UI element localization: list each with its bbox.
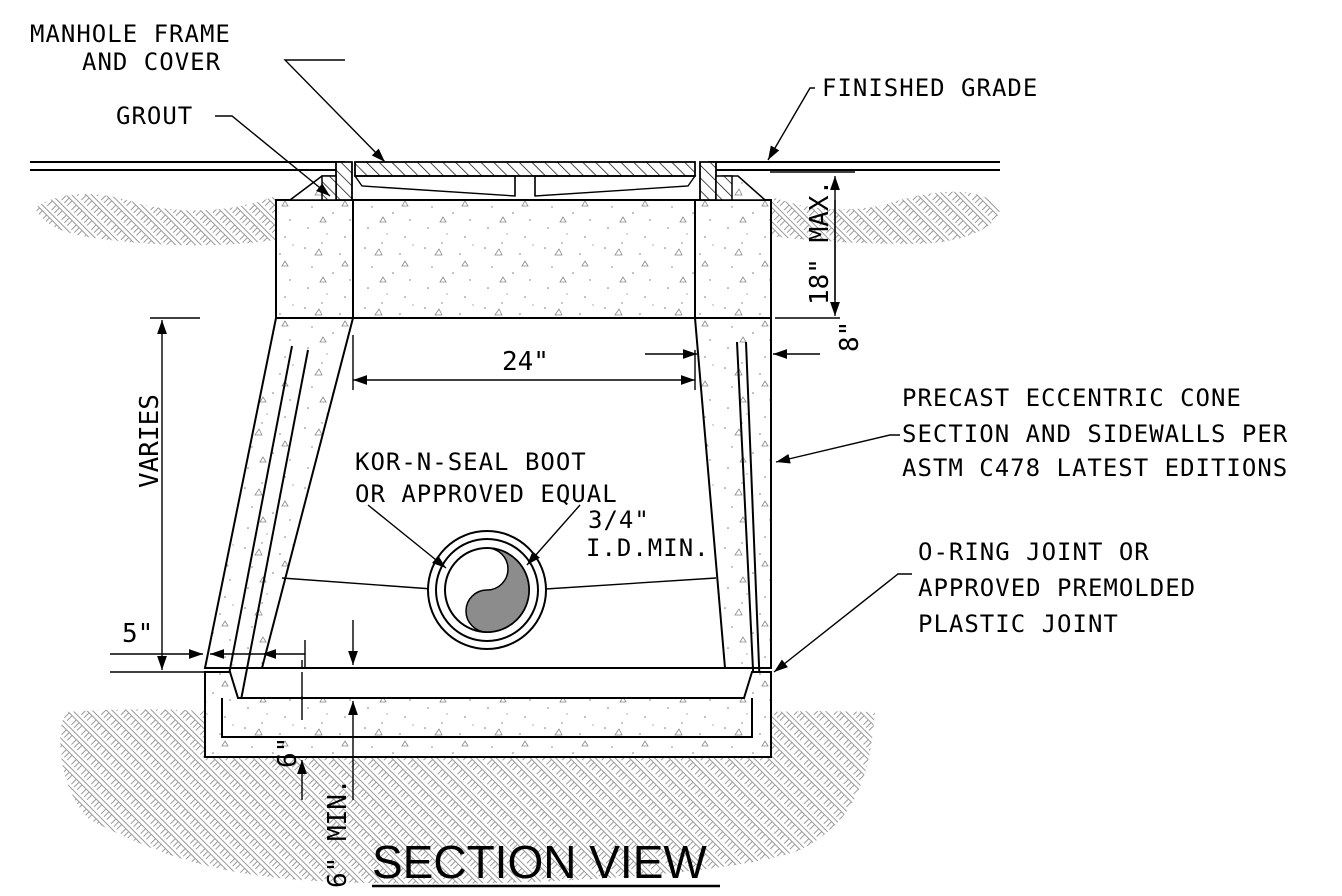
- section-title: SECTION VIEW: [372, 836, 720, 888]
- oring-label-3: PLASTIC JOINT: [918, 610, 1119, 638]
- dim-24-label: 24": [502, 347, 549, 377]
- dim-varies-label: VARIES: [135, 394, 165, 488]
- grout-label: GROUT: [116, 102, 193, 130]
- pipe-size-label-1: 3/4": [588, 506, 650, 534]
- oring-label-2: APPROVED PREMOLDED: [918, 574, 1196, 602]
- dim-18-max-label: 18" MAX.: [805, 180, 835, 305]
- kor-n-seal-label-1: KOR-N-SEAL BOOT: [355, 448, 587, 476]
- manhole-cover: [353, 161, 697, 197]
- finished-grade-label: FINISHED GRADE: [822, 74, 1038, 102]
- manhole-frame-label-1: MANHOLE FRAME: [30, 20, 231, 48]
- precast-label-2: SECTION AND SIDEWALLS PER: [902, 420, 1288, 448]
- callout-labels: MANHOLE FRAME AND COVER GROUT FINISHED G…: [30, 20, 1288, 638]
- manhole-frame: [321, 161, 733, 201]
- finished-grade-lines: [30, 161, 1000, 171]
- pipe-boot: [427, 530, 547, 650]
- dimension-labels: 24" 18" MAX. 8" VARIES 5" 6" 6" MIN.: [122, 180, 865, 888]
- dim-6-label: 6": [273, 737, 303, 768]
- grout-wedges: [287, 175, 768, 201]
- pipe-size-label-2: I.D.MIN.: [586, 534, 710, 562]
- dim-8-label: 8": [835, 321, 865, 352]
- oring-label-1: O-RING JOINT OR: [918, 538, 1150, 566]
- dim-6-min-label: 6" MIN.: [323, 778, 353, 888]
- precast-label-1: PRECAST ECCENTRIC CONE: [902, 384, 1242, 412]
- section-view-title: SECTION VIEW: [372, 836, 707, 888]
- base-slab: [204, 671, 772, 758]
- manhole-frame-label-2: AND COVER: [82, 48, 221, 76]
- grade-adjustment-ring: [275, 199, 772, 319]
- leader-lines: [215, 59, 912, 673]
- soil-hatch: [35, 191, 1000, 884]
- dimension-lines: [110, 171, 855, 800]
- precast-label-3: ASTM C478 LATEST EDITIONS: [902, 454, 1288, 482]
- kor-n-seal-label-2: OR APPROVED EQUAL: [355, 480, 618, 508]
- dim-5-label: 5": [122, 619, 153, 649]
- cone-section: [203, 317, 772, 701]
